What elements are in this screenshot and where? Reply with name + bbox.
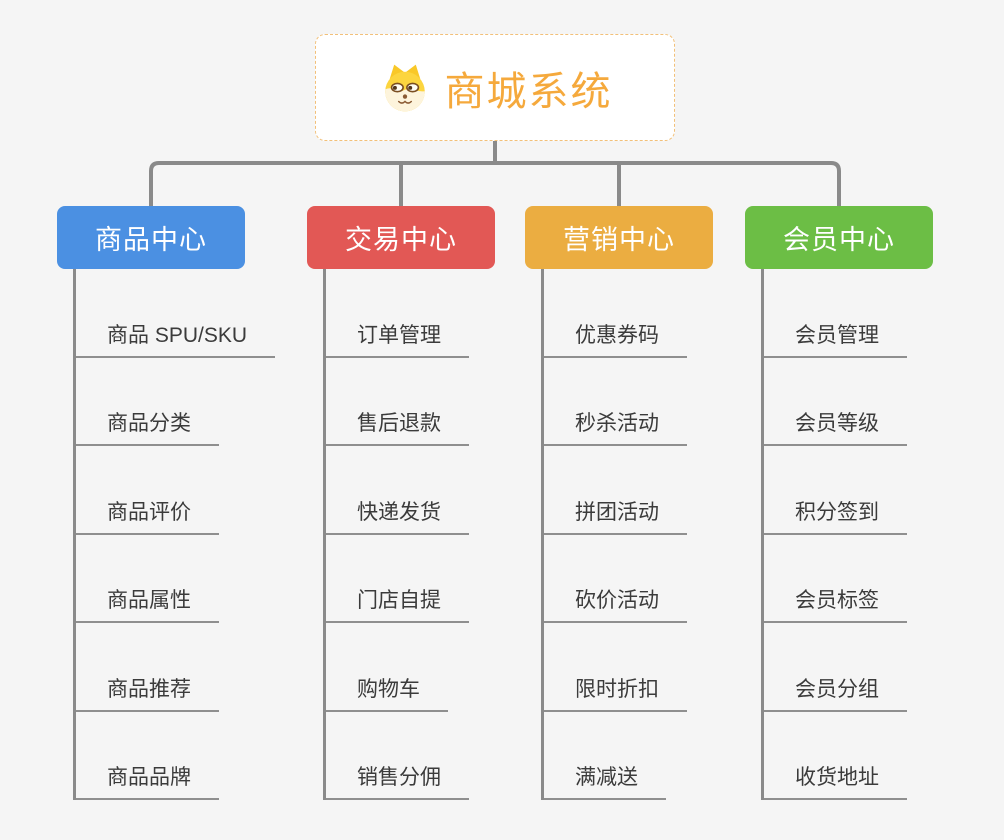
branch-item[interactable]: 商品 SPU/SKU [73, 319, 276, 358]
branch-item-row: 砍价活动 [541, 535, 775, 623]
branch-item[interactable]: 收货地址 [761, 761, 907, 800]
branch-item[interactable]: 砍价活动 [541, 584, 687, 623]
branch-item-row: 优惠券码 [541, 269, 775, 358]
branch: 商品中心 商品 SPU/SKU 商品分类商品评价商品属性商品推荐商品品牌 [57, 206, 307, 800]
branch: 会员中心 会员管理会员等级积分签到会员标签会员分组收货地址 [745, 206, 995, 800]
dog-face-icon [378, 62, 432, 114]
branch-header-1[interactable]: 商品中心 [57, 206, 245, 269]
branch-item-row: 积分签到 [761, 446, 995, 535]
branch-item[interactable]: 快递发货 [323, 496, 469, 535]
branch-item[interactable]: 满减送 [541, 761, 666, 800]
branch-item-row: 商品分类 [73, 358, 307, 446]
branch-item-row: 销售分佣 [323, 712, 557, 800]
branch-item[interactable]: 会员管理 [761, 319, 907, 358]
branch-item[interactable]: 商品属性 [73, 584, 219, 623]
root-title: 商城系统 [444, 69, 613, 114]
branch-item-row: 会员等级 [761, 358, 995, 446]
branch-header-3[interactable]: 营销中心 [525, 206, 713, 269]
branch-item-row: 商品属性 [73, 535, 307, 623]
branch-item[interactable]: 会员等级 [761, 407, 907, 446]
branch-item-row: 商品推荐 [73, 623, 307, 712]
branch-item[interactable]: 商品评价 [73, 496, 219, 535]
branch-trunk-line [73, 269, 76, 800]
branch-item[interactable]: 会员标签 [761, 584, 907, 623]
branch-item-row: 门店自提 [323, 535, 557, 623]
branch-trunk-line [541, 269, 544, 800]
branch-item-row: 会员管理 [761, 269, 995, 358]
branch-trunk-line [761, 269, 764, 800]
branch-item-row: 拼团活动 [541, 446, 775, 535]
branch-item[interactable]: 拼团活动 [541, 496, 687, 535]
branch-item-row: 商品品牌 [73, 712, 307, 800]
branch-item[interactable]: 商品推荐 [73, 673, 219, 712]
branch-item[interactable]: 积分签到 [761, 496, 907, 535]
branch-item-row: 订单管理 [323, 269, 557, 358]
branch-item-row: 商品评价 [73, 446, 307, 535]
branch-item[interactable]: 限时折扣 [541, 673, 687, 712]
branch-item[interactable]: 门店自提 [323, 584, 469, 623]
branch-item[interactable]: 售后退款 [323, 407, 469, 446]
branch: 营销中心 优惠券码秒杀活动拼团活动砍价活动限时折扣满减送 [525, 206, 775, 800]
branch-trunk-line [323, 269, 326, 800]
branch-item-row: 会员标签 [761, 535, 995, 623]
branch-item[interactable]: 购物车 [323, 673, 448, 712]
branch-header-2[interactable]: 交易中心 [307, 206, 495, 269]
root-node[interactable]: 商城系统 [315, 34, 675, 141]
branch-header-4[interactable]: 会员中心 [745, 206, 933, 269]
branch-item-list: 商品 SPU/SKU 商品分类商品评价商品属性商品推荐商品品牌 [73, 269, 307, 800]
branch-item-list: 优惠券码秒杀活动拼团活动砍价活动限时折扣满减送 [541, 269, 775, 800]
branch-item-row: 会员分组 [761, 623, 995, 712]
branch-item[interactable]: 优惠券码 [541, 319, 687, 358]
branch-item-row: 售后退款 [323, 358, 557, 446]
branch-item-row: 商品 SPU/SKU [73, 269, 307, 358]
branch-item[interactable]: 订单管理 [323, 319, 469, 358]
branch-item-row: 秒杀活动 [541, 358, 775, 446]
branch-item-list: 会员管理会员等级积分签到会员标签会员分组收货地址 [761, 269, 995, 800]
branch-item[interactable]: 会员分组 [761, 673, 907, 712]
branch-item-row: 限时折扣 [541, 623, 775, 712]
branch: 交易中心 订单管理售后退款快递发货门店自提购物车销售分佣 [307, 206, 557, 800]
connector-bus-line [149, 161, 841, 206]
branch-item[interactable]: 销售分佣 [323, 761, 469, 800]
branch-item[interactable]: 商品分类 [73, 407, 219, 446]
branch-item-row: 满减送 [541, 712, 775, 800]
branch-item-row: 购物车 [323, 623, 557, 712]
branch-item-row: 收货地址 [761, 712, 995, 800]
branch-item[interactable]: 商品品牌 [73, 761, 219, 800]
branch-item-row: 快递发货 [323, 446, 557, 535]
branch-item[interactable]: 秒杀活动 [541, 407, 687, 446]
branch-item-list: 订单管理售后退款快递发货门店自提购物车销售分佣 [323, 269, 557, 800]
